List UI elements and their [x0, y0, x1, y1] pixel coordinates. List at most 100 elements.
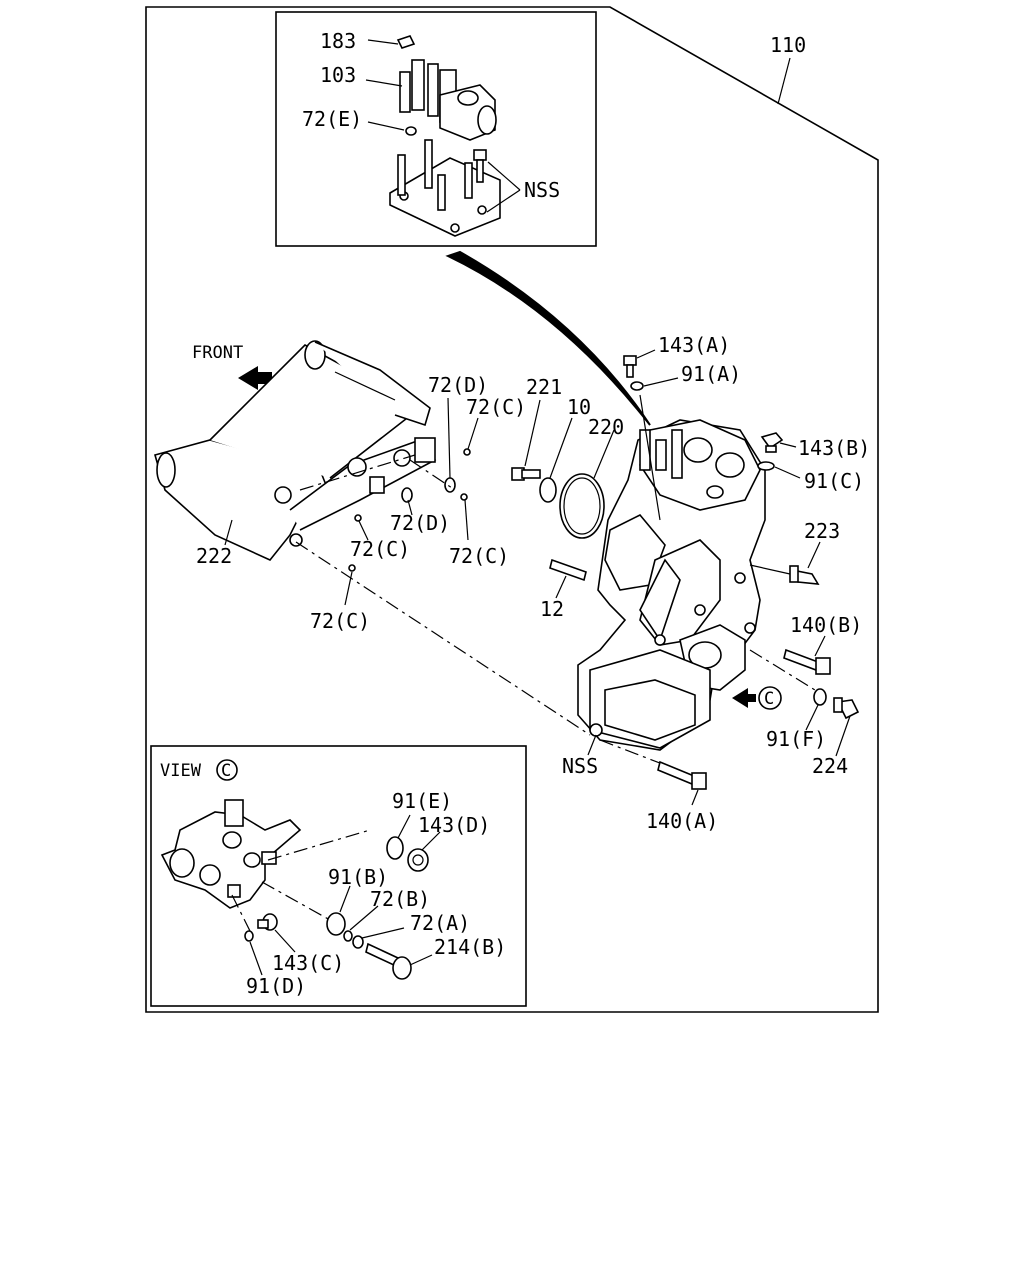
- part-91f-washer: [813, 688, 827, 706]
- leader-224: [835, 715, 851, 757]
- o-ring-72d-mid: [401, 487, 413, 503]
- label-143a: 143(A): [658, 333, 730, 357]
- leader-223-body: [749, 564, 791, 575]
- alignment-line-2: [299, 454, 416, 491]
- label-91a: 91(A): [681, 362, 741, 386]
- label-72a: 72(A): [410, 911, 470, 935]
- label-view-c-marker-title: C: [221, 761, 231, 781]
- part-214b-bolt: [365, 942, 412, 980]
- label-72c-bot: 72(C): [310, 609, 370, 633]
- label-222: 222: [196, 544, 232, 568]
- assembly-border: [145, 6, 879, 1013]
- label-223: 223: [804, 519, 840, 543]
- alignment-line-5: [599, 739, 666, 766]
- leader-91f: [805, 704, 819, 731]
- leader-nss-top-1: [487, 161, 521, 191]
- alignment-line-4: [749, 649, 816, 691]
- part-91b-washer: [326, 912, 346, 936]
- label-143c: 143(C): [272, 951, 344, 975]
- label-183: 183: [320, 29, 356, 53]
- label-91c: 91(C): [804, 469, 864, 493]
- leader-72a: [361, 927, 405, 939]
- part-221-bolt: [511, 467, 541, 481]
- label-12: 12: [540, 597, 564, 621]
- part-143b-plug: [760, 432, 784, 453]
- label-224: 224: [812, 754, 848, 778]
- leader-110: [777, 57, 791, 105]
- leader-140a: [691, 789, 699, 806]
- leader-10: [549, 417, 573, 479]
- part-10-washer: [539, 477, 557, 503]
- front-arrow-icon: [238, 366, 272, 390]
- part-224-plug: [833, 697, 860, 720]
- label-10: 10: [567, 395, 591, 419]
- label-214b: 214(B): [434, 935, 506, 959]
- label-72e: 72(E): [302, 107, 362, 131]
- part-91e-washer: [386, 836, 404, 860]
- view-c-marker-main: [758, 686, 782, 710]
- label-91e: 91(E): [392, 789, 452, 813]
- leader-140b: [814, 635, 826, 657]
- valve-block-detail: [389, 35, 501, 237]
- label-view-title: VIEW: [160, 761, 202, 781]
- o-ring-72d-top: [444, 477, 456, 493]
- leader-72d-mid: [407, 499, 413, 516]
- part-72a-ring: [352, 935, 364, 949]
- leader-91d: [249, 941, 263, 976]
- pointer-143a-to-body: [639, 394, 661, 521]
- label-143d: 143(D): [418, 813, 490, 837]
- label-140b: 140(B): [790, 613, 862, 637]
- leader-143d: [421, 831, 441, 851]
- leader-72c-mid1: [358, 520, 369, 541]
- alignment-line-1: [295, 541, 591, 736]
- o-ring-72c-mid2: [460, 493, 468, 501]
- label-143b: 143(B): [798, 436, 870, 460]
- label-72c-mid2: 72(C): [449, 544, 509, 568]
- label-91d: 91(D): [246, 974, 306, 998]
- leader-nss-bot: [587, 734, 597, 756]
- leader-143c: [274, 929, 296, 953]
- leader-72c-top: [467, 417, 479, 450]
- label-72b: 72(B): [370, 887, 430, 911]
- label-220: 220: [588, 415, 624, 439]
- leader-72c-bot: [344, 571, 353, 606]
- part-143d-plug: [407, 848, 429, 872]
- label-91f: 91(F): [766, 727, 826, 751]
- view-c-arrow-icon: [732, 688, 756, 708]
- label-view-c-marker-main: C: [764, 689, 774, 709]
- o-ring-72c-bot: [348, 564, 356, 572]
- part-143c-plug: [257, 913, 278, 931]
- leader-220: [593, 429, 615, 479]
- leader-nss-top-2: [486, 189, 521, 213]
- label-front: FRONT: [192, 343, 243, 363]
- view-c-dash-3: [231, 894, 253, 936]
- part-140b-bolt: [783, 648, 831, 675]
- detail-box-top: [275, 11, 597, 247]
- label-72d-top: 72(D): [428, 373, 488, 397]
- part-220-ring: [559, 473, 605, 539]
- alignment-line-3: [409, 459, 456, 491]
- label-72c-mid1: 72(C): [350, 537, 410, 561]
- leader-91c: [774, 466, 801, 479]
- leader-72b: [349, 905, 379, 931]
- part-222-housing: [154, 340, 437, 561]
- label-72d-mid: 72(D): [390, 511, 450, 535]
- leader-72e: [367, 121, 405, 131]
- view-c-marker-title: [216, 759, 238, 781]
- leader-222: [224, 519, 233, 546]
- label-assembly-110: 110: [770, 33, 806, 57]
- part-72b-ring: [343, 930, 353, 942]
- leader-143a: [636, 349, 656, 359]
- leader-103: [365, 79, 403, 87]
- part-140a-bolt: [657, 760, 707, 790]
- view-c-box: [150, 745, 527, 1007]
- part-12-stud: [549, 558, 587, 582]
- leader-143b: [779, 442, 797, 448]
- main-assembly-body: [577, 419, 766, 751]
- view-c-dash-2: [261, 881, 331, 921]
- leader-91a: [643, 377, 679, 387]
- label-103: 103: [320, 63, 356, 87]
- leader-214b: [409, 954, 433, 966]
- part-143a-bolt: [623, 355, 637, 378]
